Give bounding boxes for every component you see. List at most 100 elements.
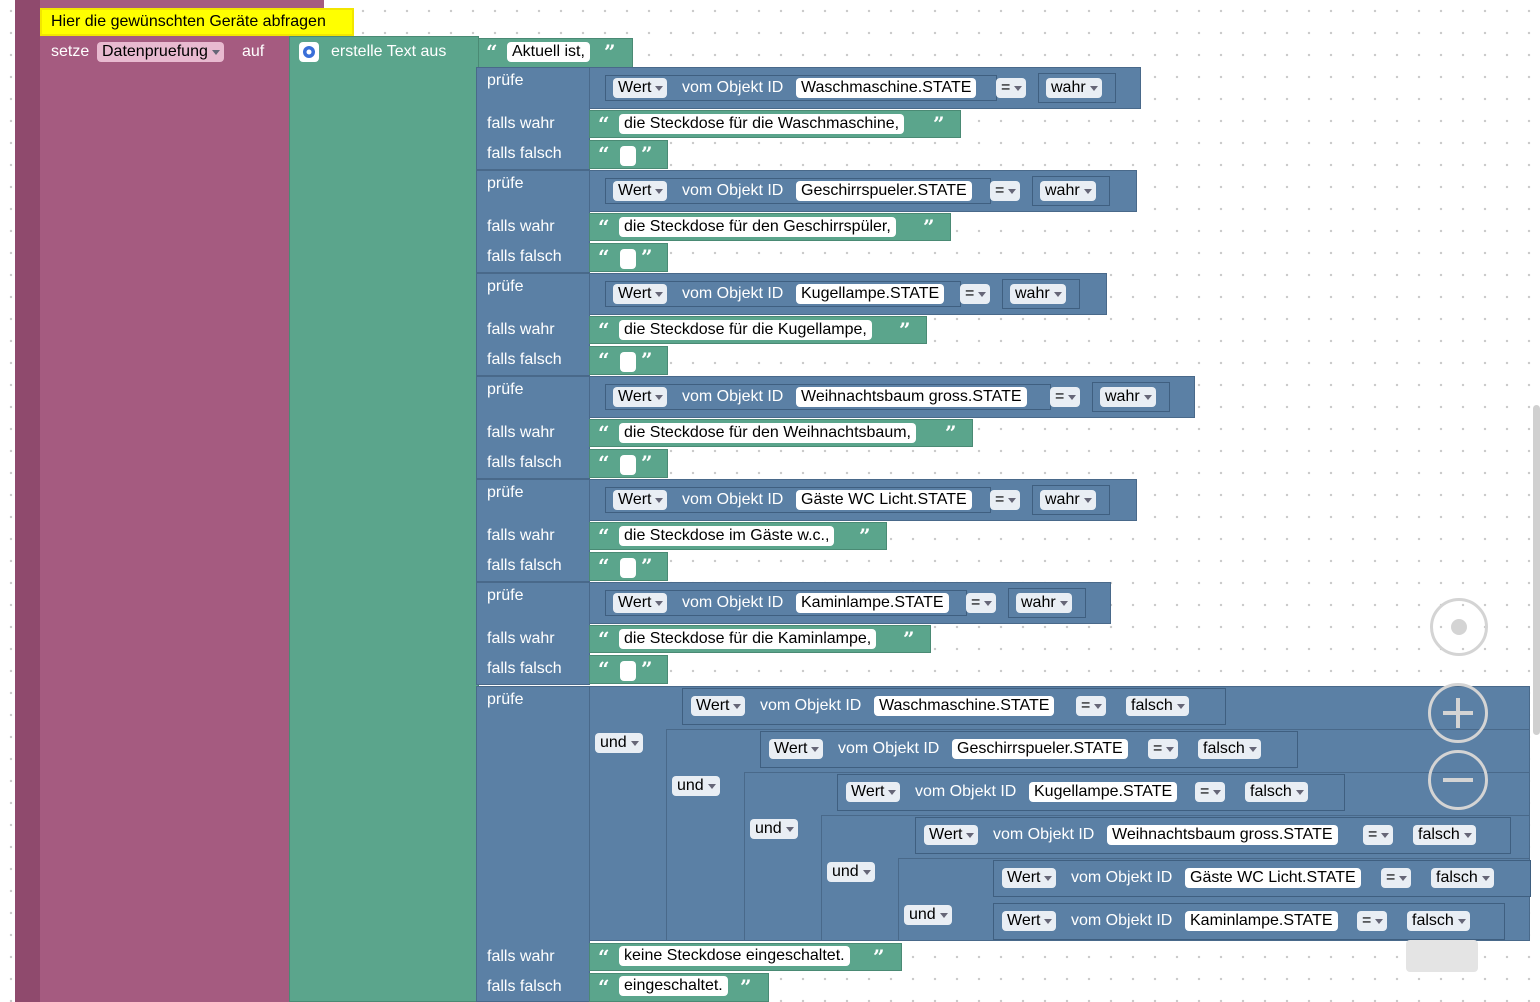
quote-close-icon: ”	[604, 40, 616, 64]
boolean-dropdown[interactable]: falsch	[1431, 868, 1494, 888]
text-field[interactable]: Aktuell ist,	[507, 42, 590, 62]
value-dropdown[interactable]: Wert	[613, 181, 668, 201]
value-dropdown[interactable]: Wert	[613, 284, 668, 304]
operator-dropdown[interactable]: =	[1148, 739, 1179, 759]
value-dropdown[interactable]: Wert	[613, 593, 668, 613]
true-text-field[interactable]: die Steckdose im Gäste w.c.,	[619, 526, 835, 546]
quote-close-icon: ”	[641, 554, 653, 578]
create-text-block[interactable]	[289, 36, 479, 1002]
check-block[interactable]	[476, 582, 590, 685]
operator-dropdown[interactable]: =	[1381, 868, 1412, 888]
scrollbar[interactable]	[1533, 405, 1540, 735]
operator-dropdown[interactable]: =	[996, 78, 1027, 98]
boolean-dropdown[interactable]: falsch	[1245, 782, 1308, 802]
if-true-label: falls wahr	[487, 527, 555, 544]
final-true-text[interactable]: keine Steckdose eingeschaltet.	[619, 946, 850, 966]
true-text-field[interactable]: die Steckdose für die Kaminlampe,	[619, 629, 877, 649]
of-object-label: vom Objekt ID	[993, 826, 1095, 843]
minus-icon[interactable]	[1428, 750, 1488, 810]
value-dropdown[interactable]: Wert	[1002, 868, 1057, 888]
empty-text-field[interactable]	[620, 455, 636, 475]
boolean-dropdown[interactable]: wahr	[1040, 181, 1096, 201]
boolean-dropdown[interactable]: falsch	[1198, 739, 1261, 759]
crosshair-icon[interactable]	[1430, 598, 1488, 656]
boolean-dropdown[interactable]: wahr	[1010, 284, 1066, 304]
boolean-dropdown[interactable]: falsch	[1407, 911, 1470, 931]
check-block[interactable]	[476, 170, 590, 273]
boolean-dropdown[interactable]: wahr	[1016, 593, 1072, 613]
object-id-field[interactable]: Kugellampe.STATE	[796, 284, 945, 304]
of-object-label: vom Objekt ID	[682, 79, 784, 96]
true-text-field[interactable]: die Steckdose für den Weihnachtsbaum,	[619, 423, 916, 443]
object-id-field[interactable]: Waschmaschine.STATE	[874, 696, 1055, 716]
operator-dropdown[interactable]: =	[1050, 387, 1081, 407]
final-false-text[interactable]: eingeschaltet.	[619, 976, 728, 996]
value-dropdown[interactable]: Wert	[613, 78, 668, 98]
quote-close-icon: ”	[641, 657, 653, 681]
set-variable-block[interactable]	[40, 36, 290, 1002]
trash-icon[interactable]	[1406, 940, 1478, 972]
value-dropdown[interactable]: Wert	[924, 825, 979, 845]
object-id-field[interactable]: Gäste WC Licht.STATE	[796, 490, 972, 510]
value-dropdown[interactable]: Wert	[691, 696, 746, 716]
value-dropdown[interactable]: Wert	[1002, 911, 1057, 931]
boolean-dropdown[interactable]: falsch	[1413, 825, 1476, 845]
true-text-field[interactable]: die Steckdose für die Waschmaschine,	[619, 114, 905, 134]
plus-icon[interactable]	[1428, 683, 1488, 743]
object-id-field[interactable]: Geschirrspueler.STATE	[796, 181, 972, 201]
empty-text-field[interactable]	[620, 558, 636, 578]
object-id-field[interactable]: Kaminlampe.STATE	[796, 593, 949, 613]
object-id-field[interactable]: Gäste WC Licht.STATE	[1185, 868, 1361, 888]
operator-dropdown[interactable]: =	[1357, 911, 1388, 931]
check-block[interactable]	[476, 67, 590, 170]
quote-open-icon: “	[598, 245, 610, 269]
object-id-field[interactable]: Kugellampe.STATE	[1029, 782, 1178, 802]
comment-bubble[interactable]: Hier die gewünschten Geräte abfragen	[40, 8, 354, 36]
final-true-label: falls wahr	[487, 948, 555, 965]
object-id-field[interactable]: Weihnachtsbaum gross.STATE	[1107, 825, 1338, 845]
to-label: auf	[242, 43, 265, 60]
true-text-field[interactable]: die Steckdose für den Geschirrspüler,	[619, 217, 896, 237]
and-dropdown[interactable]: und	[904, 905, 952, 925]
if-false-label: falls falsch	[487, 557, 562, 574]
and-dropdown[interactable]: und	[595, 733, 643, 753]
gear-icon[interactable]	[299, 42, 319, 62]
operator-dropdown[interactable]: =	[1076, 696, 1107, 716]
boolean-dropdown[interactable]: falsch	[1126, 696, 1189, 716]
boolean-dropdown[interactable]: wahr	[1040, 490, 1096, 510]
boolean-dropdown[interactable]: wahr	[1046, 78, 1102, 98]
operator-dropdown[interactable]: =	[990, 490, 1021, 510]
value-dropdown[interactable]: Wert	[846, 782, 901, 802]
true-text-field[interactable]: die Steckdose für die Kugellampe,	[619, 320, 872, 340]
and-dropdown[interactable]: und	[827, 862, 875, 882]
variable-dropdown[interactable]: Datenpruefung	[97, 42, 224, 62]
object-id-field[interactable]: Weihnachtsbaum gross.STATE	[796, 387, 1027, 407]
check-label: prüfe	[487, 72, 524, 89]
final-check-block[interactable]	[476, 686, 590, 1002]
operator-dropdown[interactable]: =	[966, 593, 997, 613]
crosshair-dot	[1451, 619, 1467, 635]
empty-text-field[interactable]	[620, 146, 636, 166]
value-dropdown[interactable]: Wert	[613, 387, 668, 407]
operator-dropdown[interactable]: =	[1195, 782, 1226, 802]
quote-close-icon: ”	[859, 524, 871, 548]
empty-text-field[interactable]	[620, 661, 636, 681]
boolean-dropdown[interactable]: wahr	[1100, 387, 1156, 407]
value-dropdown[interactable]: Wert	[769, 739, 824, 759]
object-id-field[interactable]: Kaminlampe.STATE	[1185, 911, 1338, 931]
operator-dropdown[interactable]: =	[1363, 825, 1394, 845]
quote-open-icon: “	[598, 215, 610, 239]
operator-dropdown[interactable]: =	[960, 284, 991, 304]
quote-open-icon: “	[598, 421, 610, 445]
and-dropdown[interactable]: und	[750, 819, 798, 839]
if-true-label: falls wahr	[487, 218, 555, 235]
quote-open-icon: “	[598, 524, 610, 548]
value-dropdown[interactable]: Wert	[613, 490, 668, 510]
object-id-field[interactable]: Geschirrspueler.STATE	[952, 739, 1128, 759]
empty-text-field[interactable]	[620, 249, 636, 269]
operator-dropdown[interactable]: =	[990, 181, 1021, 201]
check-block[interactable]	[476, 273, 590, 376]
and-dropdown[interactable]: und	[672, 776, 720, 796]
empty-text-field[interactable]	[620, 352, 636, 372]
object-id-field[interactable]: Waschmaschine.STATE	[796, 78, 977, 98]
